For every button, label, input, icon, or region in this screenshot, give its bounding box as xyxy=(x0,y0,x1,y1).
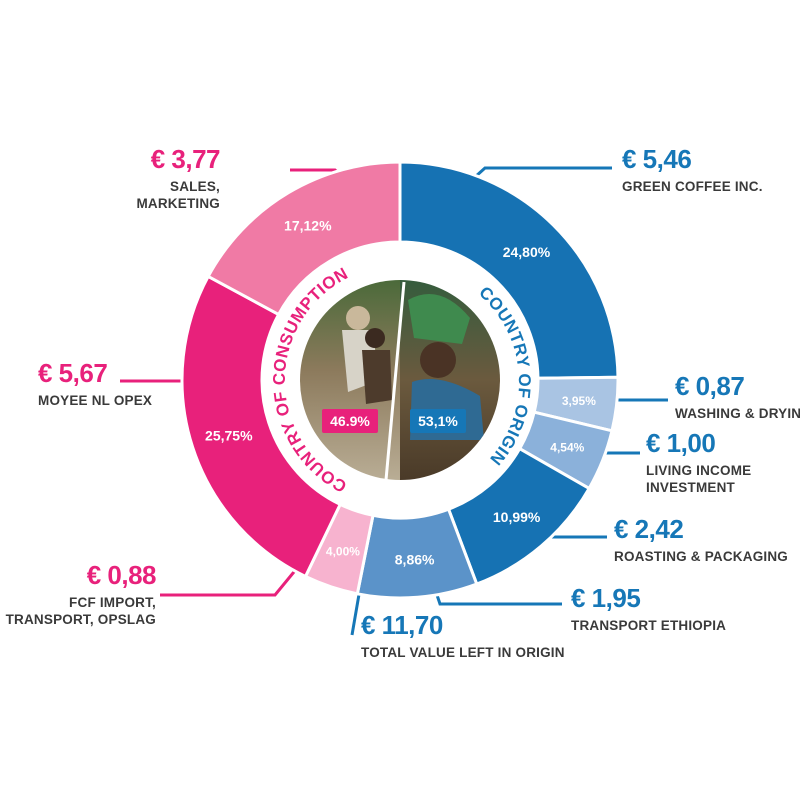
photo-figure-3 xyxy=(420,342,456,378)
fcf-caption: FCF IMPORT,TRANSPORT, OPSLAG xyxy=(5,595,156,627)
pct-label-fcf-import: 4,00% xyxy=(326,545,360,559)
label-fcf: € 0,88 FCF IMPORT,TRANSPORT, OPSLAG xyxy=(5,560,157,628)
photo-divider xyxy=(384,281,406,481)
slice-moyee-opex xyxy=(180,274,343,579)
roasting-amount: € 2,42 xyxy=(614,514,684,544)
photo-figure-2-body xyxy=(362,350,392,404)
pct-label-sales-marketing: 17,12% xyxy=(284,217,332,233)
label-sales: € 3,77 SALES,MARKETING xyxy=(136,146,220,212)
washing-caption: WASHING & DRYING xyxy=(675,406,800,421)
label-green-coffee: € 5,46 GREEN COFFEE INC. xyxy=(622,146,763,195)
label-opex: € 5,67 MOYEE NL OPEX xyxy=(38,360,152,409)
pct-label-living-income: 4,54% xyxy=(550,440,584,454)
living-income-amount: € 1,00 xyxy=(646,428,716,458)
roasting-caption: ROASTING & PACKAGING xyxy=(614,549,789,564)
opex-amount: € 5,67 xyxy=(38,358,108,388)
pct-label-green-coffee: 24,80% xyxy=(503,244,551,260)
consumption-badge xyxy=(322,409,378,433)
fcf-amount: € 0,88 xyxy=(86,560,157,590)
slice-percent-labels: 24,80% 3,95% 4,54% 10,99% 8,86% 4,00% 25,75% 17… xyxy=(205,217,596,567)
green-coffee-caption: GREEN COFFEE INC. xyxy=(622,179,763,194)
slice-green-coffee xyxy=(398,160,620,380)
origin-badge xyxy=(410,409,466,433)
pct-label-roasting-packaging: 10,99% xyxy=(493,509,541,525)
green-coffee-amount: € 5,46 xyxy=(622,144,692,174)
sales-caption: SALES,MARKETING xyxy=(136,179,220,211)
pct-label-washing-drying: 3,95% xyxy=(562,394,596,408)
donut-slices xyxy=(180,160,620,600)
photo-figure-1 xyxy=(346,306,370,330)
label-washing: € 0,87 WASHING & DRYING xyxy=(675,373,800,422)
label-transport: € 1,95 TRANSPORT ETHIOPIA xyxy=(571,585,726,634)
opex-caption: MOYEE NL OPEX xyxy=(38,393,153,408)
transport-amount: € 1,95 xyxy=(571,583,641,613)
total-origin-caption: TOTAL VALUE LEFT IN ORIGIN xyxy=(361,645,565,660)
pct-label-transport-ethiopia: 8,86% xyxy=(395,551,435,567)
photo-figure-2 xyxy=(365,328,385,348)
transport-caption: TRANSPORT ETHIOPIA xyxy=(571,618,727,633)
photo-headwrap xyxy=(408,294,470,344)
sales-amount: € 3,77 xyxy=(150,144,221,174)
slice-sales-marketing xyxy=(206,160,402,317)
pct-label-moyee-opex: 25,75% xyxy=(205,428,253,444)
consumption-badge-text: 46.9% xyxy=(330,413,370,429)
label-roasting: € 2,42 ROASTING & PACKAGING xyxy=(614,516,788,565)
washing-amount: € 0,87 xyxy=(675,371,745,401)
origin-badge-text: 53,1% xyxy=(418,413,458,429)
total-origin-amount: € 11,70 xyxy=(361,610,443,640)
label-total-origin: € 11,70 TOTAL VALUE LEFT IN ORIGIN xyxy=(361,612,565,661)
